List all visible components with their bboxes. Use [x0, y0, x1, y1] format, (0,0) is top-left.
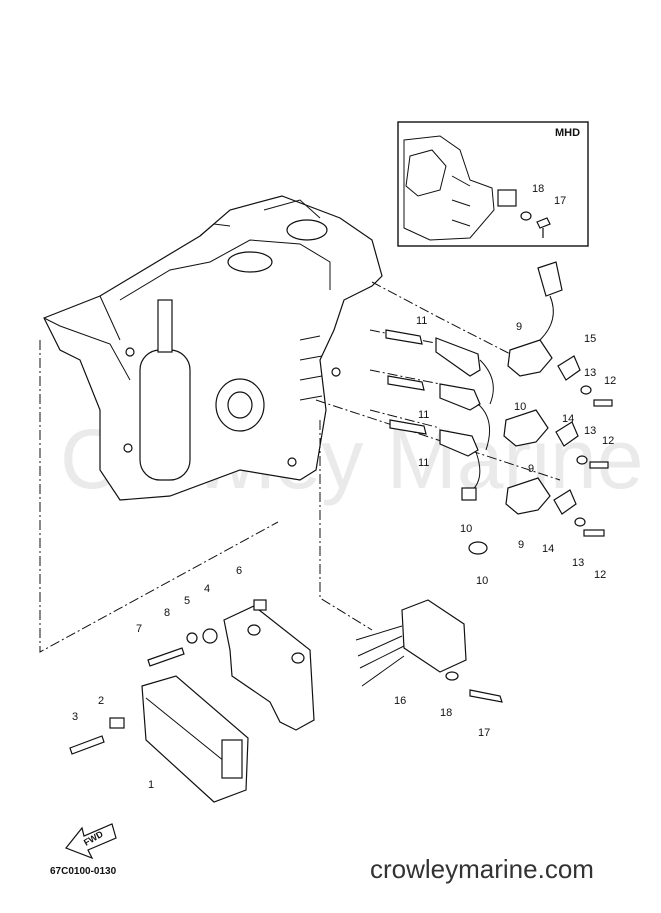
callout: 14 — [542, 543, 554, 555]
engine-block — [43, 195, 383, 501]
callout: 9 — [518, 539, 524, 551]
callout-numbers: 1 2 3 4 5 6 7 8 9 9 9 10 10 10 11 11 11 … — [72, 183, 616, 791]
diagram-code: 67C0100-0130 — [50, 866, 117, 877]
callout: 11 — [418, 457, 429, 469]
callout: 17 — [478, 727, 490, 739]
callout: 18 — [532, 183, 544, 195]
callout: 9 — [528, 463, 534, 475]
callout: 1 — [148, 779, 154, 791]
callout: 10 — [476, 575, 488, 587]
callout: 11 — [418, 409, 429, 421]
callout: 13 — [584, 367, 596, 379]
callout: 12 — [604, 375, 616, 387]
callout: 4 — [204, 583, 210, 595]
bracket-plate — [147, 599, 315, 731]
callout: 12 — [594, 569, 606, 581]
callout: 5 — [184, 595, 190, 607]
callout: 13 — [572, 557, 584, 569]
callout: 13 — [584, 425, 596, 437]
spark-plugs — [385, 329, 427, 435]
inset-label: MHD — [555, 127, 580, 139]
callout: 12 — [602, 435, 614, 447]
callout: 8 — [164, 607, 170, 619]
mhd-inset: MHD — [397, 121, 589, 247]
callout: 18 — [440, 707, 452, 719]
cdi-unit — [69, 675, 249, 803]
callout: 11 — [416, 315, 427, 327]
callout: 7 — [136, 623, 142, 635]
website-label: crowleymarine.com — [370, 854, 594, 884]
leader-lines — [39, 281, 561, 653]
callout: 15 — [584, 333, 596, 345]
callout: 9 — [516, 321, 522, 333]
callout: 17 — [554, 195, 566, 207]
ignition-coils — [461, 261, 563, 555]
fasteners — [553, 355, 613, 537]
callout: 3 — [72, 711, 78, 723]
callout: 14 — [562, 413, 574, 425]
callout: 10 — [514, 401, 526, 413]
rectifier-regulator — [355, 599, 503, 703]
callout: 2 — [98, 695, 104, 707]
callout: 6 — [236, 565, 242, 577]
fwd-arrow-icon: FWD — [65, 823, 117, 860]
plug-caps — [435, 337, 494, 493]
callout: 16 — [394, 695, 406, 707]
callout: 10 — [460, 523, 472, 535]
